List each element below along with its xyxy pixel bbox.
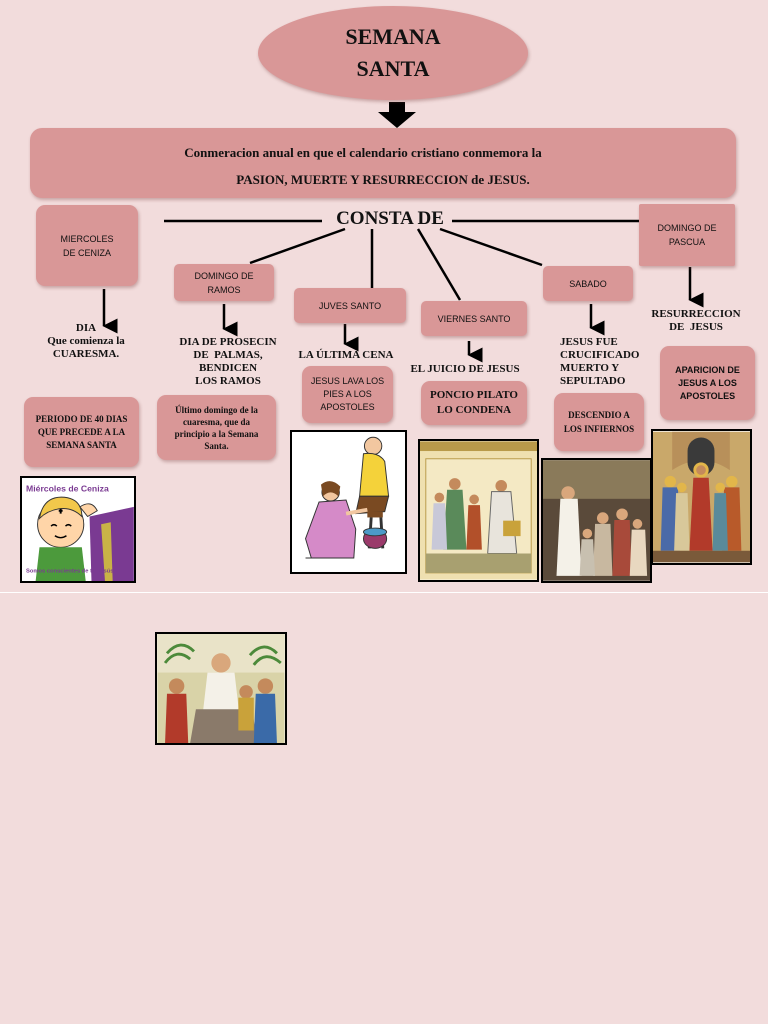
definition-line-1: Conmeracion anual en que el calendario c…	[184, 145, 542, 160]
title-down-arrow	[378, 102, 416, 128]
label-sabado: SABADO	[543, 266, 633, 301]
text-domingo-ramos: DIA DE PROSECIN DE PALMAS, BENDICEN LOS …	[179, 336, 277, 387]
title-line-1: SEMANA	[345, 24, 441, 49]
text-jueves: LA ÚLTIMA CENA	[298, 349, 394, 361]
hub-label: CONSTA DE	[336, 208, 444, 229]
image-domingo-ramos	[155, 632, 287, 745]
note-jueves: JESUS LAVA LOS PIES A LOS APOSTOLES	[302, 366, 393, 423]
image-viernes-juicio	[418, 439, 539, 582]
text-viernes: EL JUICIO DE JESUS	[410, 363, 520, 375]
definition-line-2: PASION, MUERTE Y RESURRECCION de JESUS.	[236, 172, 530, 187]
label-jueves: JUVES SANTO	[294, 288, 406, 323]
text-pascua: RESURRECCION DE JESUS	[651, 308, 741, 333]
note-domingo-ramos: Último domingo de la cuaresma, que da pr…	[157, 395, 276, 460]
page-divider	[0, 592, 768, 593]
note-miercoles: PERIODO DE 40 DIAS QUE PRECEDE A LA SEMA…	[24, 397, 139, 467]
label-miercoles: MIERCOLES DE CENIZA	[36, 205, 138, 286]
note-viernes: PONCIO PILATO LO CONDENA	[421, 381, 527, 425]
image-caption-top: Miércoles de Ceniza	[26, 483, 109, 493]
label-pascua: DOMINGO DE PASCUA	[639, 204, 735, 266]
image-caption-bottom: Somos conscientes de tu Jesús	[26, 568, 113, 574]
image-miercoles-ceniza: Miércoles de Ceniza Somos conscientes de…	[20, 476, 136, 583]
definition-box: Conmeracion anual en que el calendario c…	[30, 128, 736, 198]
image-pascua-aparicion	[651, 429, 752, 565]
label-domingo-ramos: DOMINGO DE RAMOS	[174, 264, 274, 301]
note-pascua: APARICION DE JESUS A LOS APOSTOLES	[660, 346, 755, 420]
note-sabado: DESCENDIO A LOS INFIERNOS	[554, 393, 644, 451]
image-sabado-infiernos	[541, 458, 652, 583]
text-sabado: JESUS FUE CRUCIFICADO MUERTO Y SEPULTADO	[560, 336, 640, 387]
text-miercoles: DIA Que comienza la CUARESMA.	[47, 322, 125, 360]
label-viernes: VIERNES SANTO	[421, 301, 527, 336]
image-jueves-lavatorio	[290, 430, 407, 574]
title-oval: SEMANA SANTA	[258, 6, 528, 100]
title-line-2: SANTA	[356, 56, 430, 81]
